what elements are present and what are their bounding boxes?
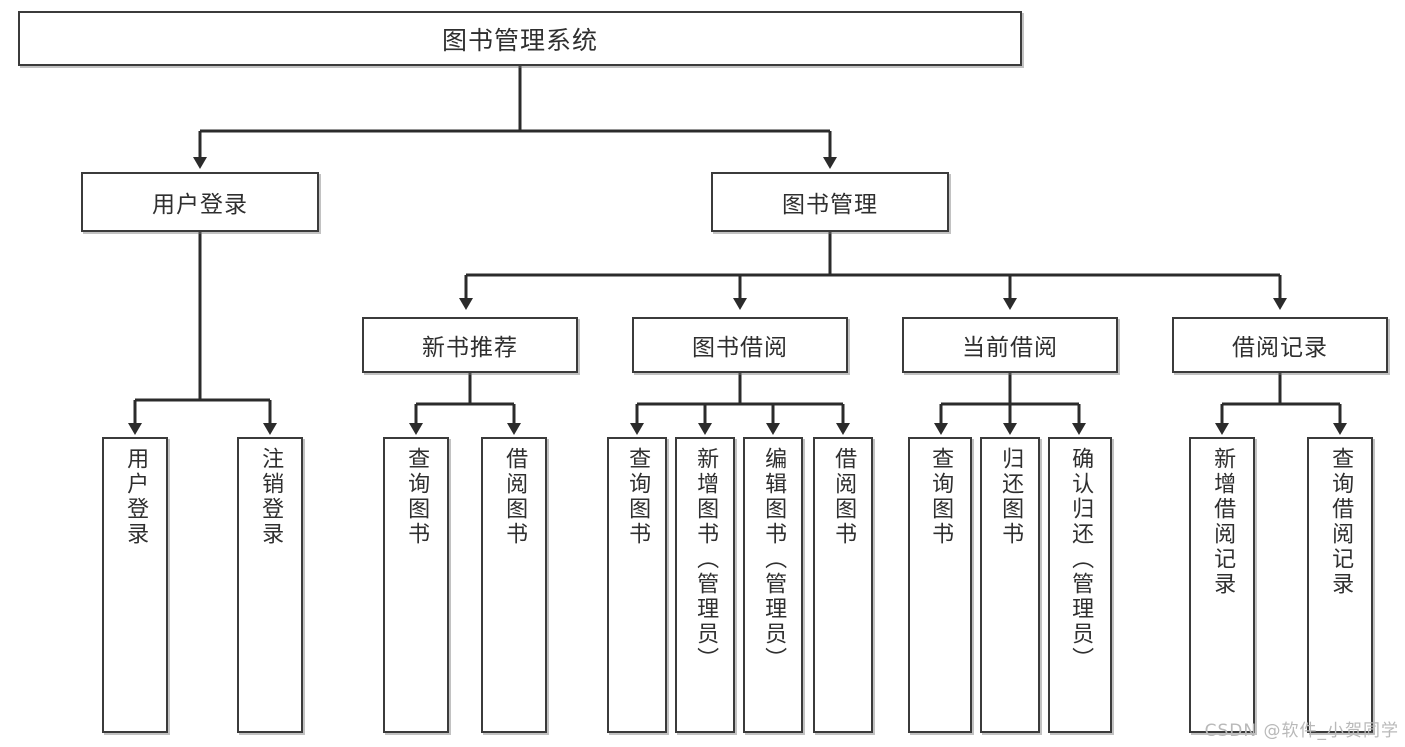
node-label: 借阅记录 — [1232, 335, 1328, 361]
node-label: 用户登录 — [123, 447, 149, 547]
leaf-borrow-book-2[interactable]: 借阅图书 — [813, 437, 873, 733]
node-label: 注销登录 — [258, 447, 284, 547]
node-label: 新书推荐 — [422, 335, 518, 361]
leaf-query-book-2[interactable]: 查询图书 — [607, 437, 667, 733]
node-label: 查询借阅记录 — [1328, 447, 1354, 597]
node-label: 图书借阅 — [692, 335, 788, 361]
leaf-add-record[interactable]: 新增借阅记录 — [1189, 437, 1255, 733]
node-label: 新增借阅记录 — [1210, 447, 1236, 597]
node-label: 查询图书 — [928, 447, 954, 547]
node-label: 编辑图书（管理员） — [761, 447, 787, 672]
node-new-book-rec[interactable]: 新书推荐 — [362, 317, 578, 373]
leaf-user-login[interactable]: 用户登录 — [102, 437, 168, 733]
node-label: 当前借阅 — [962, 335, 1058, 361]
leaf-query-book-1[interactable]: 查询图书 — [383, 437, 449, 733]
csdn-watermark: CSDN @软件_小贺同学 — [1204, 721, 1399, 741]
leaf-user-logout[interactable]: 注销登录 — [237, 437, 303, 733]
leaf-query-record[interactable]: 查询借阅记录 — [1307, 437, 1373, 733]
node-label: 借阅图书 — [502, 447, 528, 547]
node-label: 图书管理 — [782, 192, 878, 218]
node-label: 确认归还（管理员） — [1068, 447, 1094, 672]
node-label: 借阅图书 — [831, 447, 857, 547]
node-label: 查询图书 — [404, 447, 430, 547]
node-label: 归还图书 — [998, 447, 1024, 547]
node-book-manage[interactable]: 图书管理 — [711, 172, 949, 232]
node-book-borrow[interactable]: 图书借阅 — [632, 317, 848, 373]
leaf-borrow-book-1[interactable]: 借阅图书 — [481, 437, 547, 733]
leaf-query-book-3[interactable]: 查询图书 — [908, 437, 972, 733]
node-label: 查询图书 — [625, 447, 651, 547]
leaf-add-book[interactable]: 新增图书（管理员） — [675, 437, 735, 733]
node-label: 图书管理系统 — [441, 25, 598, 55]
node-label: 用户登录 — [152, 192, 248, 218]
leaf-edit-book[interactable]: 编辑图书（管理员） — [743, 437, 803, 733]
leaf-confirm-return[interactable]: 确认归还（管理员） — [1048, 437, 1112, 733]
node-current-borrow[interactable]: 当前借阅 — [902, 317, 1118, 373]
node-borrow-record[interactable]: 借阅记录 — [1172, 317, 1388, 373]
leaf-return-book[interactable]: 归还图书 — [980, 437, 1040, 733]
node-label: 新增图书（管理员） — [693, 447, 719, 672]
node-root[interactable]: 图书管理系统 — [18, 11, 1022, 66]
node-user-login[interactable]: 用户登录 — [81, 172, 319, 232]
